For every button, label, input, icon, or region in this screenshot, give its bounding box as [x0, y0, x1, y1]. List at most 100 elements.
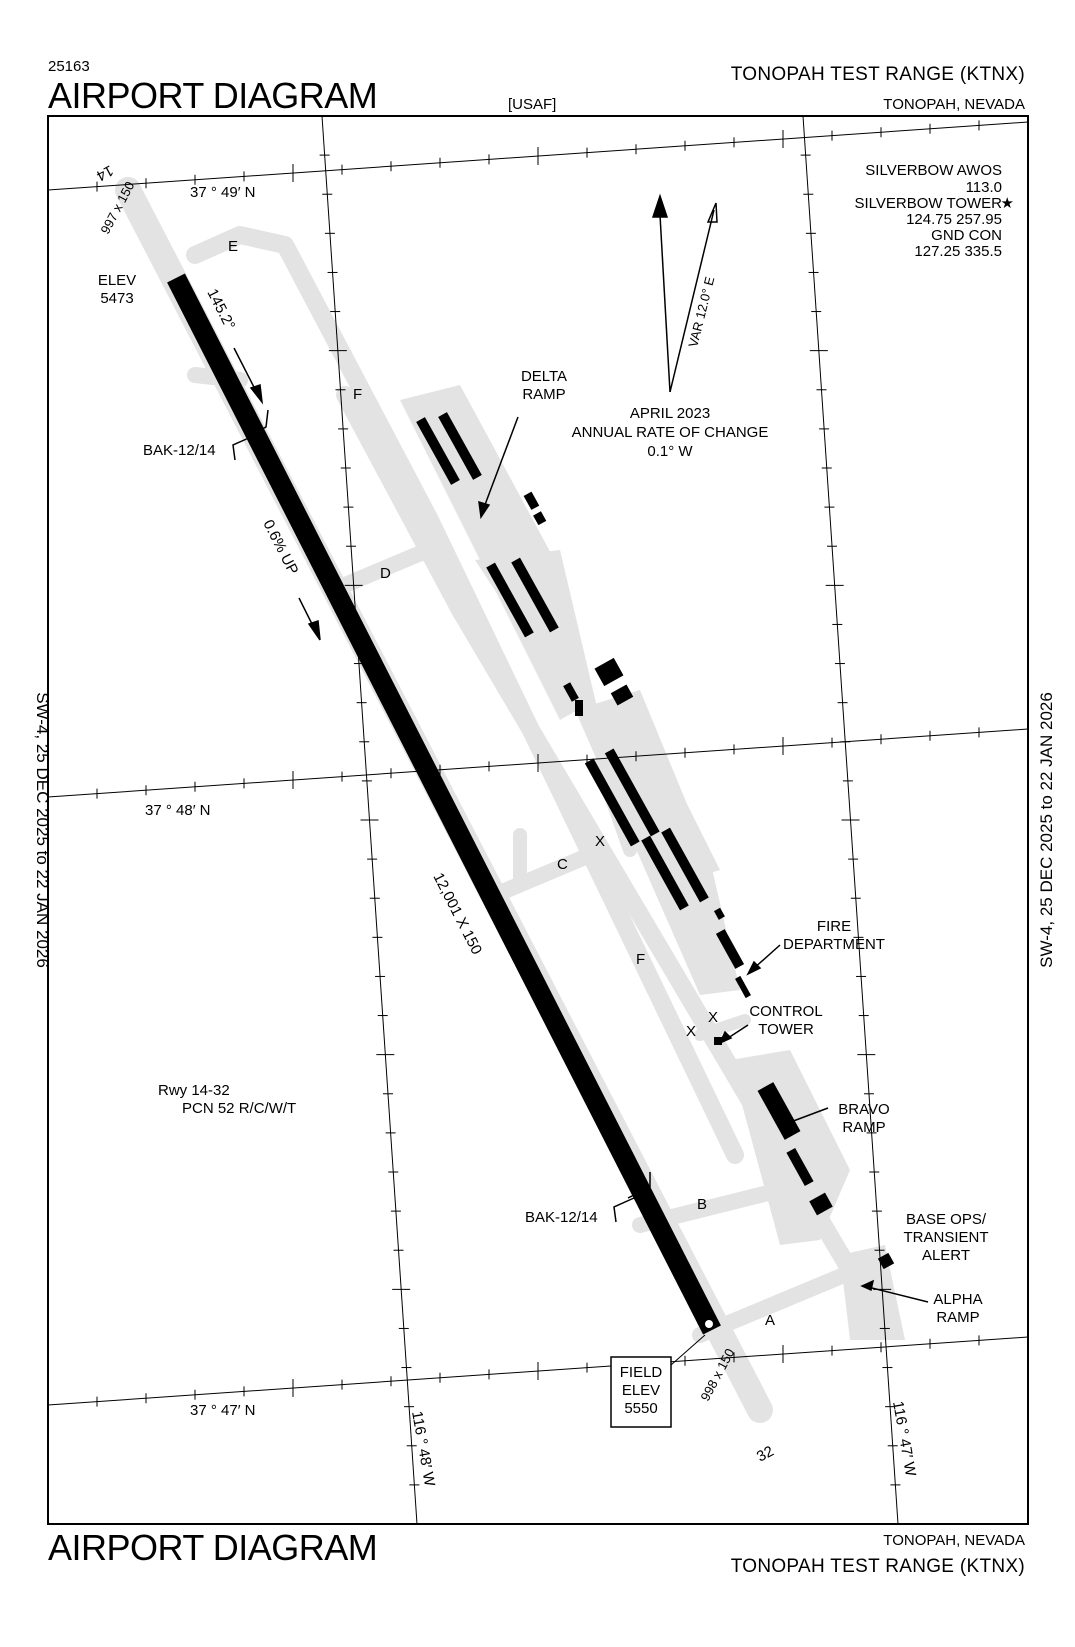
- slope-arrow-head: [307, 619, 321, 641]
- tower-leader-head: [718, 1030, 733, 1045]
- rate-value: 0.1° W: [647, 443, 693, 460]
- footer-airport-name: TONOPAH TEST RANGE (KTNX): [730, 1556, 1025, 1577]
- building: [610, 684, 634, 706]
- lat-label-top: 37 ° 49′ N: [190, 184, 256, 201]
- field-elev-value: 5550: [624, 1400, 657, 1417]
- taxiway-label-c: C: [557, 856, 568, 873]
- true-north-arrowhead: [651, 193, 669, 218]
- hangar: [486, 562, 534, 638]
- page-title: AIRPORT DIAGRAM: [48, 75, 378, 116]
- base-ops-building: [877, 1252, 895, 1270]
- heading-arrow-south-head: [668, 1236, 682, 1253]
- grid-ticks: [96, 120, 980, 1486]
- alpha-ramp-label-2: RAMP: [936, 1309, 979, 1326]
- alpha-leader: [867, 1286, 929, 1303]
- fire-leader-head: [746, 960, 762, 976]
- building: [575, 700, 583, 716]
- taxiway-label-d: D: [380, 565, 391, 582]
- elev-north-label: ELEV: [98, 272, 136, 289]
- chart-id: 25163: [48, 58, 90, 75]
- tower-freq: 124.75 257.95: [906, 211, 1002, 228]
- gnd-label: GND CON: [931, 227, 1002, 244]
- lon-label-west: 116 ° 48′ W: [408, 1410, 438, 1489]
- fire-department-label: FIRE: [817, 918, 851, 935]
- arresting-gear: [232, 409, 651, 1223]
- bravo-ramp-area: [730, 1050, 850, 1245]
- hangar: [511, 557, 559, 633]
- alpha-leader-head: [860, 1279, 875, 1292]
- hangar: [641, 835, 689, 911]
- taxiway-label-f-south: F: [636, 951, 645, 968]
- chart-frame: [47, 115, 1029, 1525]
- building: [594, 657, 624, 687]
- arresting-north-label: BAK-12/14: [143, 442, 216, 459]
- heading-arrow-north-head: [249, 383, 264, 405]
- hangar: [584, 758, 640, 847]
- bravo-ramp-label-2: RAMP: [842, 1119, 885, 1136]
- hangar: [604, 748, 660, 837]
- hangar: [438, 412, 482, 480]
- runway-end-32: 32: [754, 1443, 777, 1466]
- gnd-freq: 127.25 335.5: [914, 243, 1002, 260]
- delta-ramp-leader: [482, 416, 519, 511]
- hangar: [416, 417, 460, 485]
- field-elev-label: FIELD: [620, 1364, 663, 1381]
- delta-ramp-label-2: RAMP: [522, 386, 565, 403]
- heading-arrow-south: [675, 1239, 692, 1271]
- lat-label-mid: 37 ° 48′ N: [145, 802, 211, 819]
- building: [533, 511, 547, 526]
- alpha-ramp-area: [840, 1245, 905, 1340]
- bravo-leader: [787, 1107, 829, 1124]
- delta-ramp-leader-head: [478, 500, 491, 520]
- building: [563, 682, 579, 702]
- field-elev-leader: [670, 1334, 706, 1366]
- fire-department-building: [715, 929, 745, 969]
- tower-label: SILVERBOW TOWER: [854, 195, 1002, 212]
- building: [713, 907, 725, 920]
- bravo-leader-head: [781, 1114, 796, 1126]
- field-elev-box: [610, 1356, 672, 1428]
- bak-south-east-symbol: [627, 1172, 651, 1199]
- delta-ramp-label: DELTA: [521, 368, 567, 385]
- city-state: TONOPAH, NEVADA: [883, 96, 1025, 113]
- runway-14-32: [167, 273, 721, 1335]
- bravo-ramp-building: [757, 1082, 801, 1140]
- base-ops-label-2: TRANSIENT: [903, 1229, 988, 1246]
- awos-label: SILVERBOW AWOS: [865, 162, 1002, 179]
- building: [735, 975, 751, 999]
- control-tower-label-2: TOWER: [758, 1021, 814, 1038]
- fire-department-label-2: DEPARTMENT: [783, 936, 885, 953]
- runway-pcn: PCN 52 R/C/W/T: [182, 1100, 296, 1117]
- runway-end-14: 14: [93, 161, 116, 184]
- buildings: [416, 412, 895, 1270]
- awos-freq: 113.0: [966, 179, 1002, 196]
- building: [523, 491, 540, 510]
- taxiway-f-outer: [186, 226, 744, 1164]
- alpha-ramp-label: ALPHA: [933, 1291, 982, 1308]
- taxiway-label-x-1: X: [595, 833, 605, 850]
- footer-city-state: TONOPAH, NEVADA: [883, 1532, 1025, 1549]
- taxiway-label-f-north: F: [353, 386, 362, 403]
- taxiway-network: [115, 177, 888, 1423]
- base-ops-label: BASE OPS/: [906, 1211, 987, 1228]
- building: [786, 1147, 814, 1187]
- lat-label-bot: 37 ° 47′ N: [190, 1402, 256, 1419]
- control-tower-label: CONTROL: [749, 1003, 822, 1020]
- bak-north-east-symbol: [245, 409, 269, 438]
- footer-title: AIRPORT DIAGRAM: [48, 1527, 378, 1568]
- bravo-ramp-label: BRAVO: [838, 1101, 889, 1118]
- base-ops-label-3: ALERT: [922, 1247, 970, 1264]
- taxiway-label-x-3: X: [708, 1009, 718, 1026]
- agency-label: [USAF]: [508, 96, 557, 113]
- taxiway-d: [337, 537, 448, 593]
- magnetic-north-line: [669, 209, 715, 393]
- taxiway-x-south: [694, 1014, 751, 1041]
- bak-north-west-symbol: [232, 436, 252, 461]
- elev-north-value: 5473: [100, 290, 133, 307]
- magnetic-north-arrowhead: [706, 202, 718, 223]
- taxiway-label-b: B: [697, 1196, 707, 1213]
- airport-name: TONOPAH TEST RANGE (KTNX): [730, 64, 1025, 85]
- taxiway-c: [487, 847, 598, 903]
- field-elev-point: [705, 1320, 713, 1328]
